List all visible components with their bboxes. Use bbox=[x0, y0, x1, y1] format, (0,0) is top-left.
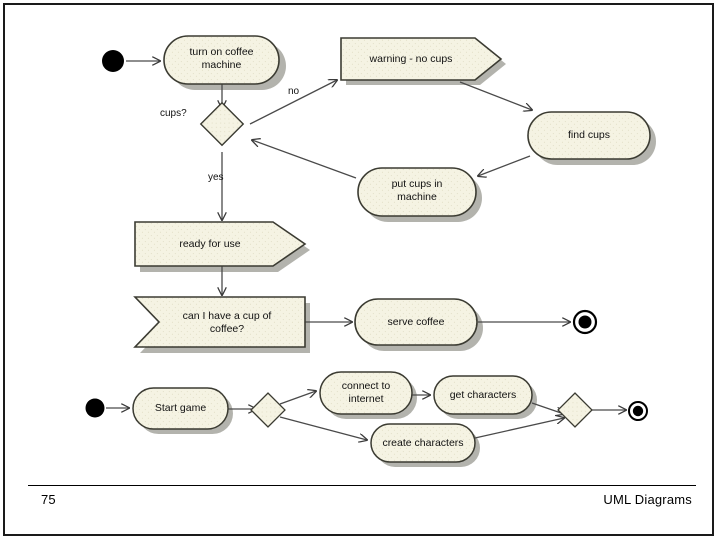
node-activity-get-characters bbox=[433, 375, 533, 415]
node-decision-fork-diamond bbox=[250, 392, 286, 428]
node-signal-receive-can-i-have-a-cup-of-coffee bbox=[133, 296, 306, 348]
edge-create-to-join bbox=[474, 418, 564, 439]
node-final-node-final-1 bbox=[572, 309, 598, 335]
node-activity-serve-coffee bbox=[354, 298, 478, 346]
footer-page-number: 75 bbox=[41, 492, 56, 507]
node-final-node-final-2 bbox=[628, 401, 648, 421]
node-activity-start-game bbox=[132, 387, 229, 430]
node-activity-connect-to-internet bbox=[319, 371, 413, 415]
node-decision-cups-decision bbox=[199, 101, 245, 147]
edge-putcups-to-decision bbox=[252, 140, 357, 179]
node-activity-put-cups-in-machine bbox=[357, 167, 477, 217]
node-decision-join-diamond bbox=[557, 392, 593, 428]
edge-fork-to-connect bbox=[279, 391, 316, 405]
edge-get-to-join bbox=[531, 402, 564, 414]
node-activity-turn-on-coffee-machine bbox=[163, 35, 280, 85]
edge-findcups-to-putcups bbox=[478, 155, 531, 176]
node-initial-node-start-2 bbox=[85, 398, 105, 418]
node-signal-send-ready-for-use bbox=[134, 221, 307, 267]
footer-title: UML Diagrams bbox=[603, 492, 692, 507]
footer-divider bbox=[28, 485, 696, 486]
node-activity-find-cups bbox=[527, 111, 651, 160]
edge-decision-to-warning bbox=[249, 80, 337, 125]
edge-fork-to-create bbox=[279, 416, 367, 440]
edge-warning-to-findcups bbox=[459, 81, 532, 110]
node-initial-node-start-1 bbox=[102, 50, 124, 72]
node-signal-send-warning-no-cups bbox=[340, 37, 503, 81]
node-activity-create-characters bbox=[370, 423, 476, 463]
